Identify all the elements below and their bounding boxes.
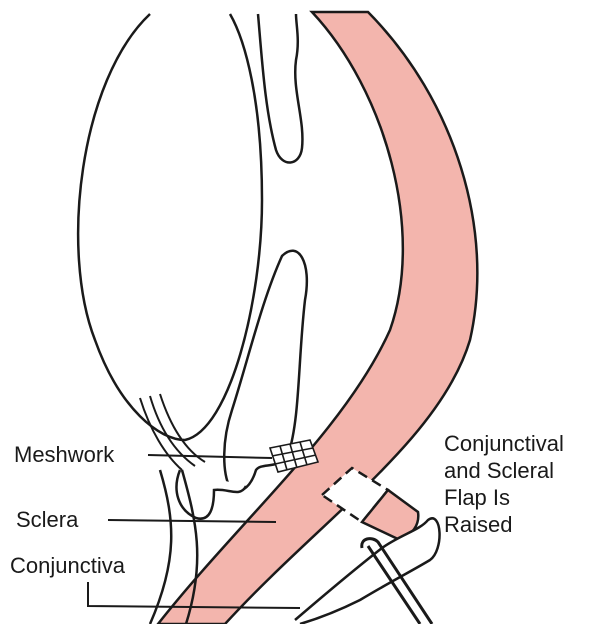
lens — [78, 14, 262, 440]
iris-upper — [258, 14, 302, 163]
label-flap-line-2: and Scleral — [444, 457, 564, 484]
label-conjunctiva: Conjunctiva — [10, 553, 125, 579]
label-meshwork: Meshwork — [14, 442, 114, 468]
label-flap-line-4: Raised — [444, 511, 564, 538]
label-flap: Conjunctival and Scleral Flap Is Raised — [444, 430, 564, 538]
label-flap-line-3: Flap Is — [444, 484, 564, 511]
label-flap-line-1: Conjunctival — [444, 430, 564, 457]
label-sclera: Sclera — [16, 507, 78, 533]
